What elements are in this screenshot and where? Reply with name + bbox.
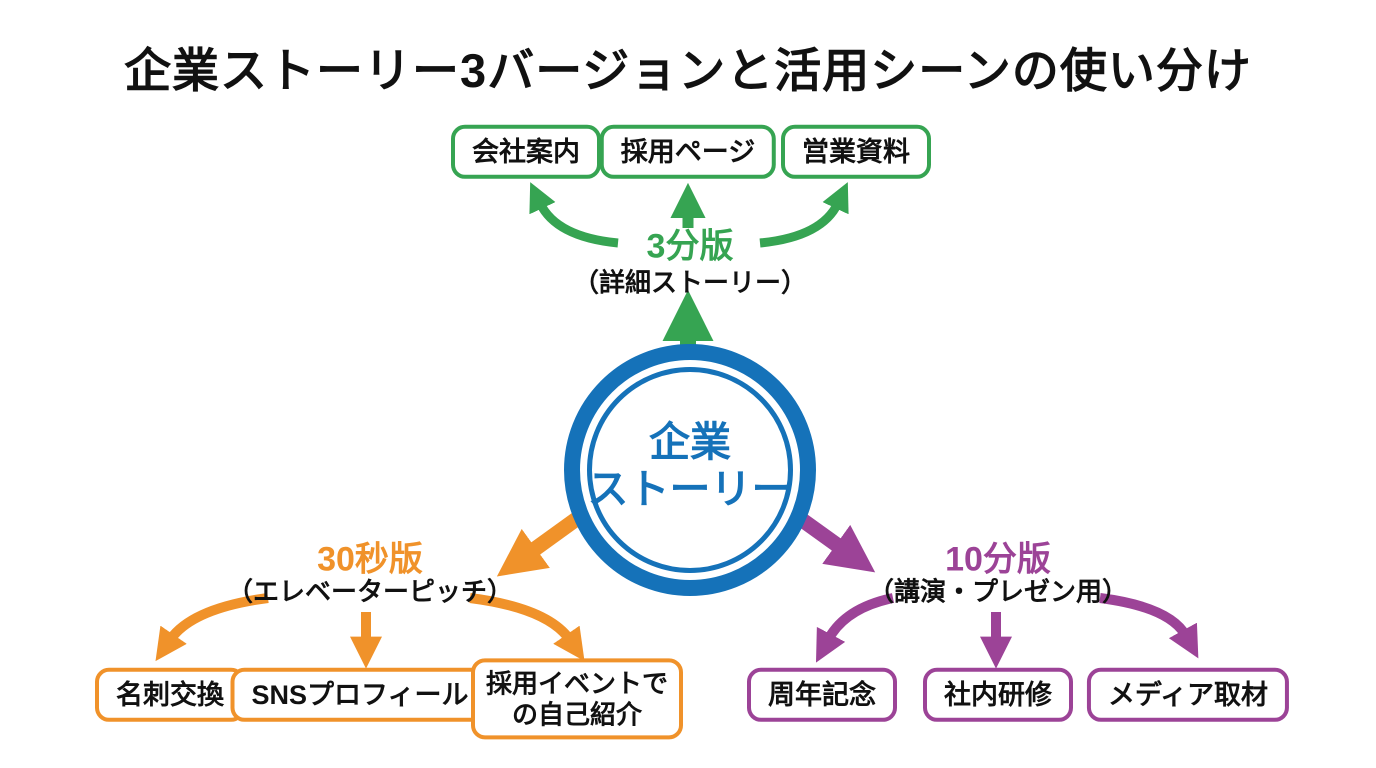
hub-label: 企業 ストーリー bbox=[588, 419, 793, 513]
scene-box-company-guide: 会社案内 bbox=[451, 124, 601, 180]
arrow-3min-to-sales-material bbox=[759, 182, 849, 248]
scene-box-business-card: 名刺交換 bbox=[95, 667, 245, 723]
version-label-10min: 10分版 bbox=[945, 540, 1051, 579]
version-subtitle-10min: （講演・プレゼン用） bbox=[867, 576, 1129, 607]
version-subtitle-3min: （詳細ストーリー） bbox=[572, 267, 808, 298]
version-label-30sec: 30秒版 bbox=[317, 540, 423, 579]
scene-box-sales-material: 営業資料 bbox=[781, 124, 931, 180]
version-label-3min: 3分版 bbox=[646, 227, 734, 266]
company-story-hub: 企業 ストーリー bbox=[564, 344, 816, 596]
version-subtitle-30sec: （エレベーターピッチ） bbox=[226, 576, 514, 607]
hub-label-line1: 企業 bbox=[649, 419, 731, 466]
scene-box-recruit-event: 採用イベントでの自己紹介 bbox=[471, 658, 683, 740]
scene-box-sns-profile: SNSプロフィール bbox=[230, 667, 490, 723]
scene-box-media: メディア取材 bbox=[1086, 667, 1290, 723]
hub-label-line2: ストーリー bbox=[587, 466, 793, 513]
page-title: 企業ストーリー3バージョンと活用シーンの使い分け bbox=[124, 44, 1252, 97]
scene-box-recruit-page: 採用ページ bbox=[599, 124, 777, 180]
scene-box-training: 社内研修 bbox=[923, 667, 1073, 723]
arrow-3min-to-company-guide bbox=[529, 182, 619, 248]
scene-box-anniversary: 周年記念 bbox=[747, 667, 897, 723]
